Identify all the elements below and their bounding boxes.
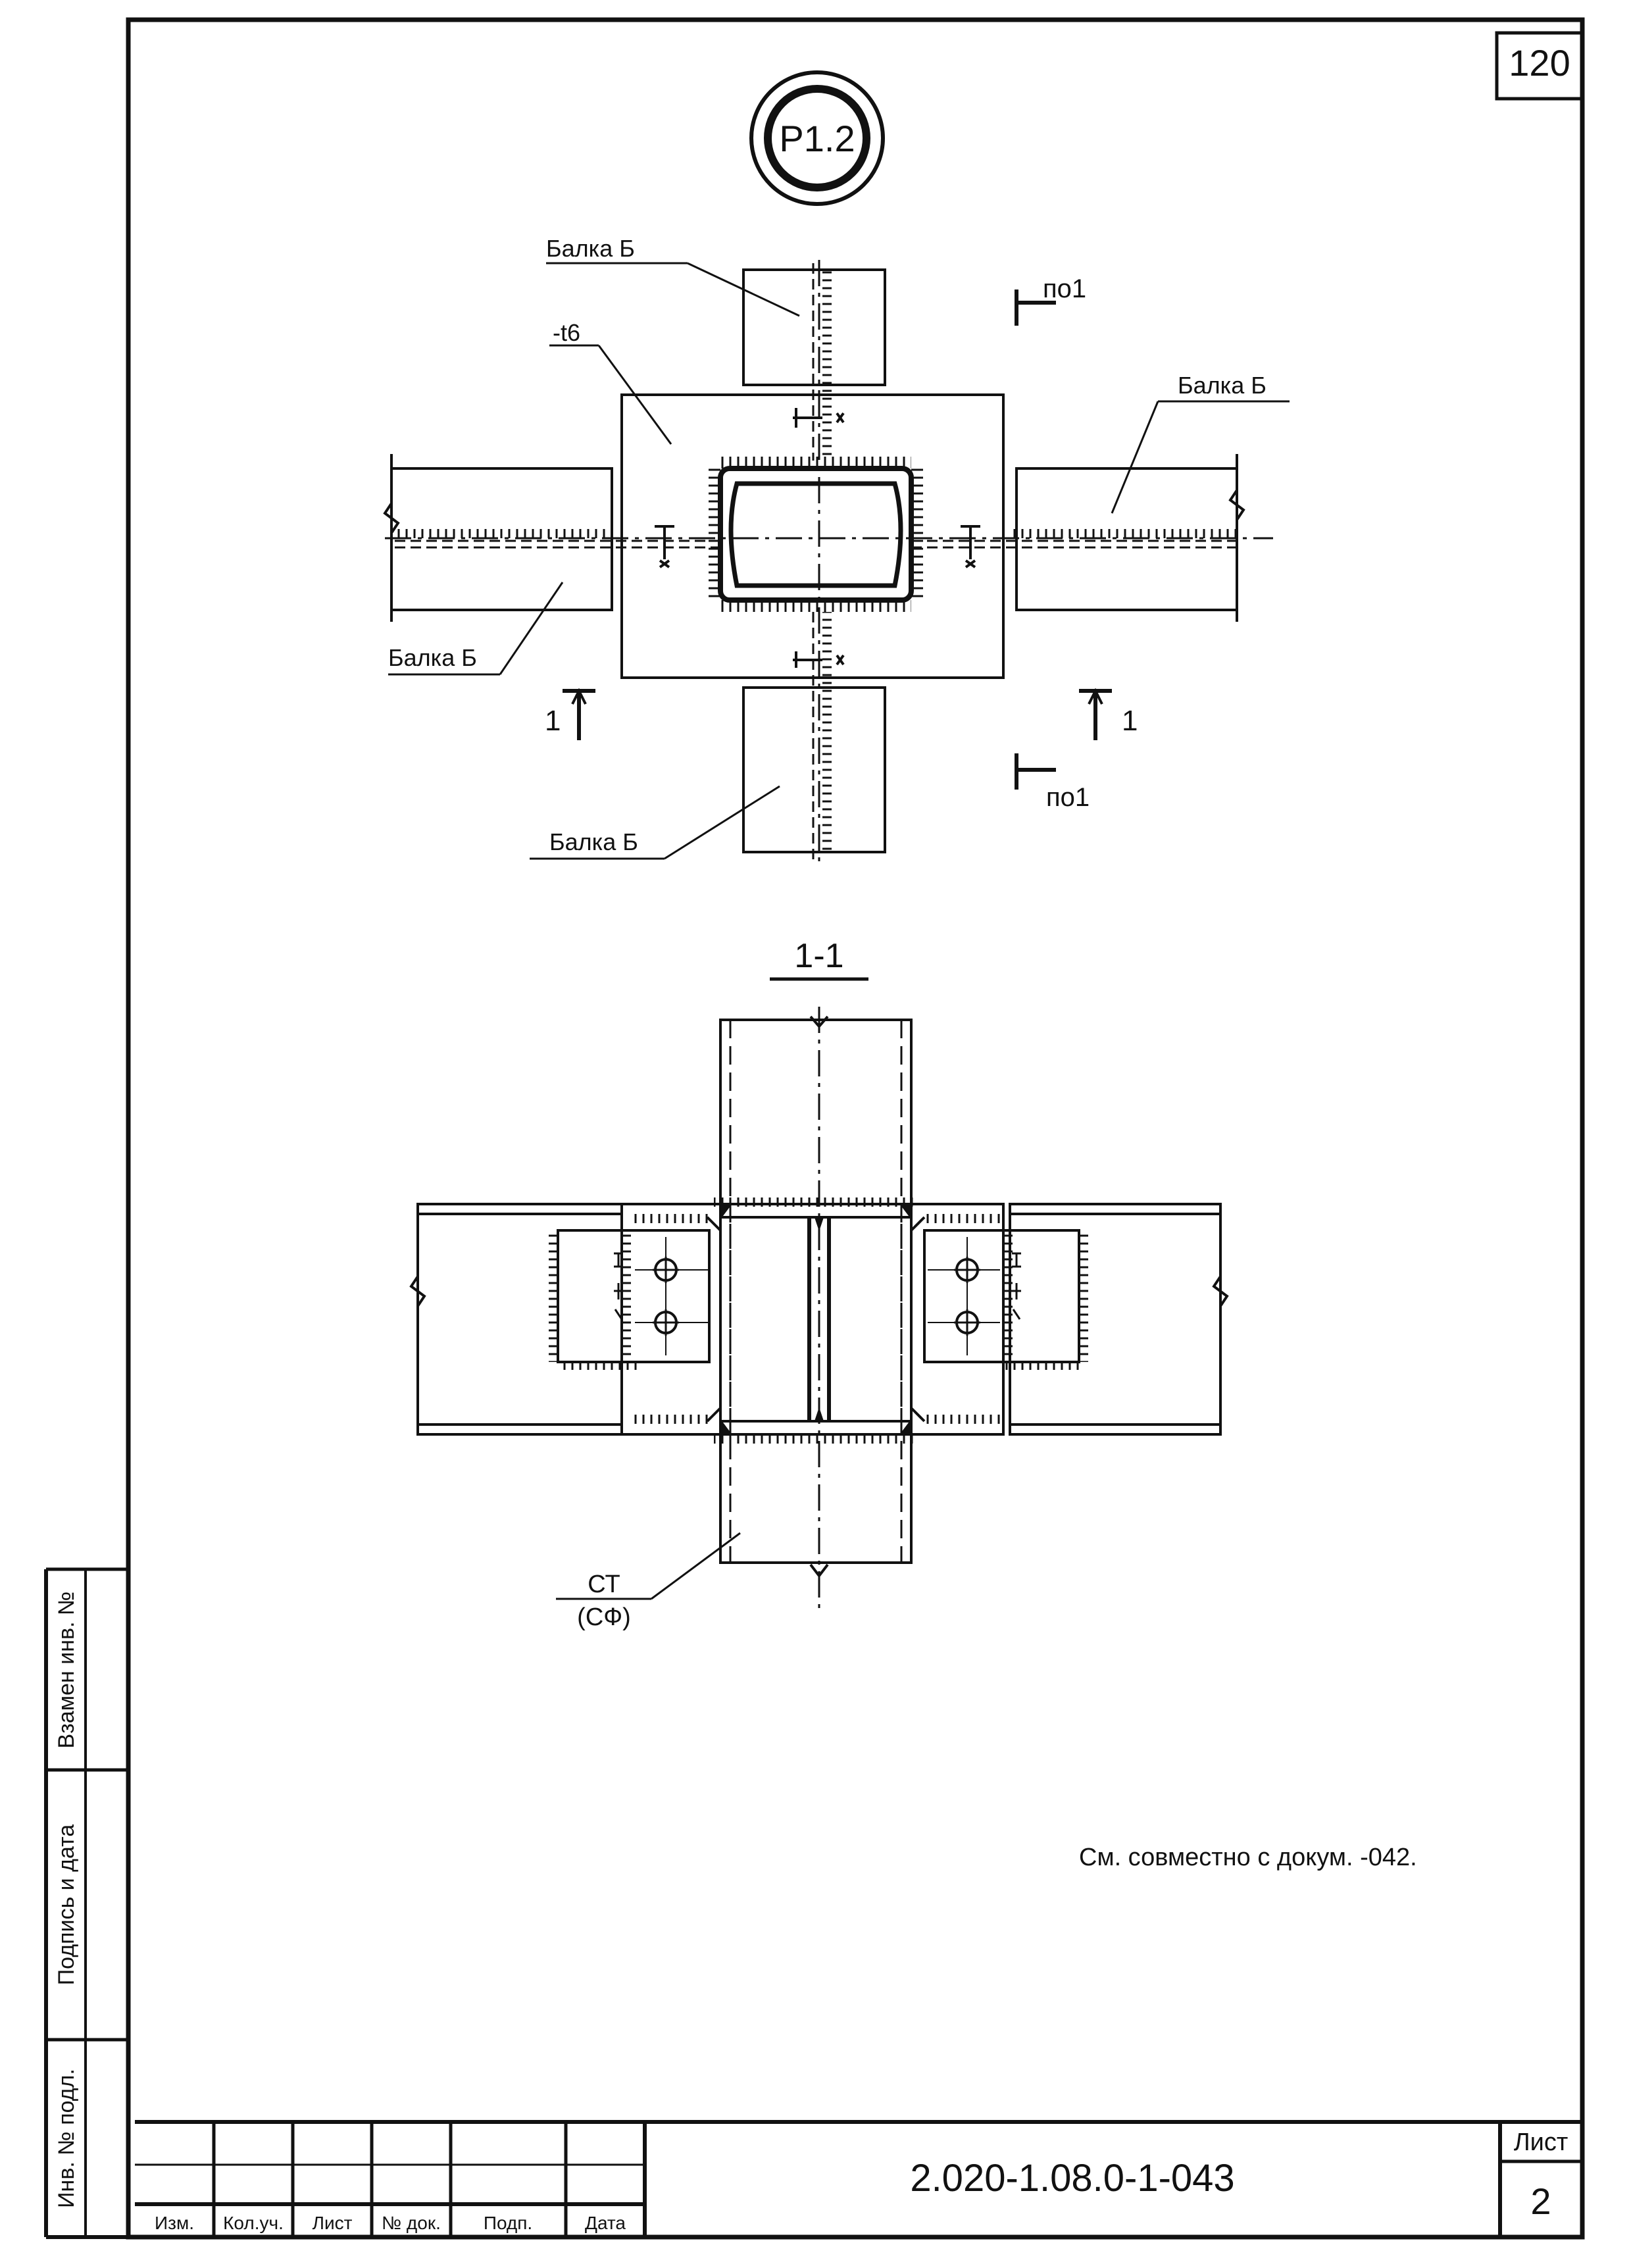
stamp-inventory-label: Инв. № подл. <box>54 2069 79 2208</box>
beam-right-label: Балка Б <box>1178 372 1267 399</box>
section-mark-left: 1 <box>545 705 561 737</box>
section-beam-left <box>416 1203 623 1436</box>
view-mark-bottom: по1 <box>1046 783 1090 812</box>
document-code: 2.020-1.08.0-1-043 <box>910 2157 1234 2200</box>
column-mark-main: СТ <box>588 1571 620 1598</box>
section-view <box>409 1007 1229 1612</box>
column-mark-alt: (СФ) <box>577 1603 631 1631</box>
node-mark-label: Р1.2 <box>779 118 855 159</box>
title-block-headers: Изм. Кол.уч. Лист № док. Подп. Дата <box>155 2213 626 2233</box>
plan-view <box>383 260 1290 865</box>
bolt-right-1 <box>954 1257 980 1283</box>
beam-left-label: Балка Б <box>388 644 477 671</box>
header-signature: Подп. <box>484 2213 532 2233</box>
column-tube-inner <box>728 481 903 588</box>
connection-plate-left <box>557 1229 711 1363</box>
section-title-label: 1-1 <box>794 937 843 975</box>
cross-reference-note: См. совместно с докум. -042. <box>1079 1844 1417 1871</box>
section-beam-right <box>1009 1203 1222 1436</box>
bolt-left-1 <box>653 1257 679 1283</box>
beam-bottom-label: Балка Б <box>549 828 638 855</box>
section-title: 1-1 <box>770 937 868 981</box>
node-mark-circle: Р1.2 <box>749 70 885 206</box>
header-date: Дата <box>585 2213 626 2233</box>
connection-plate-right <box>923 1229 1080 1363</box>
sheet-value: 2 <box>1530 2180 1551 2222</box>
header-izm: Изм. <box>155 2213 194 2233</box>
side-stamp: Взамен инв. № Подпись и дата Инв. № подл… <box>54 1592 79 2208</box>
view-mark-top: по1 <box>1043 274 1086 303</box>
section-column <box>719 1019 913 1564</box>
header-doc-number: № док. <box>382 2213 441 2233</box>
plate-mark-label: -t6 <box>553 319 580 346</box>
header-list: Лист <box>313 2213 353 2233</box>
stamp-signature-label: Подпись и дата <box>54 1825 79 1986</box>
page-number-box: 120 <box>1495 31 1584 101</box>
sheet-label: Лист <box>1514 2129 1568 2156</box>
stamp-replace-label: Взамен инв. № <box>54 1592 79 1749</box>
beam-top-label: Балка Б <box>546 235 635 262</box>
page-number: 120 <box>1509 42 1570 84</box>
bolt-right-2 <box>954 1309 980 1336</box>
title-block <box>135 2120 1582 2237</box>
section-mark-right: 1 <box>1122 705 1138 737</box>
bolt-left-2 <box>653 1309 679 1336</box>
sheet-frame <box>44 17 1585 2240</box>
column-tube-outer <box>718 466 914 603</box>
section-plate <box>620 1203 1005 1436</box>
header-kol-uch: Кол.уч. <box>223 2213 284 2233</box>
